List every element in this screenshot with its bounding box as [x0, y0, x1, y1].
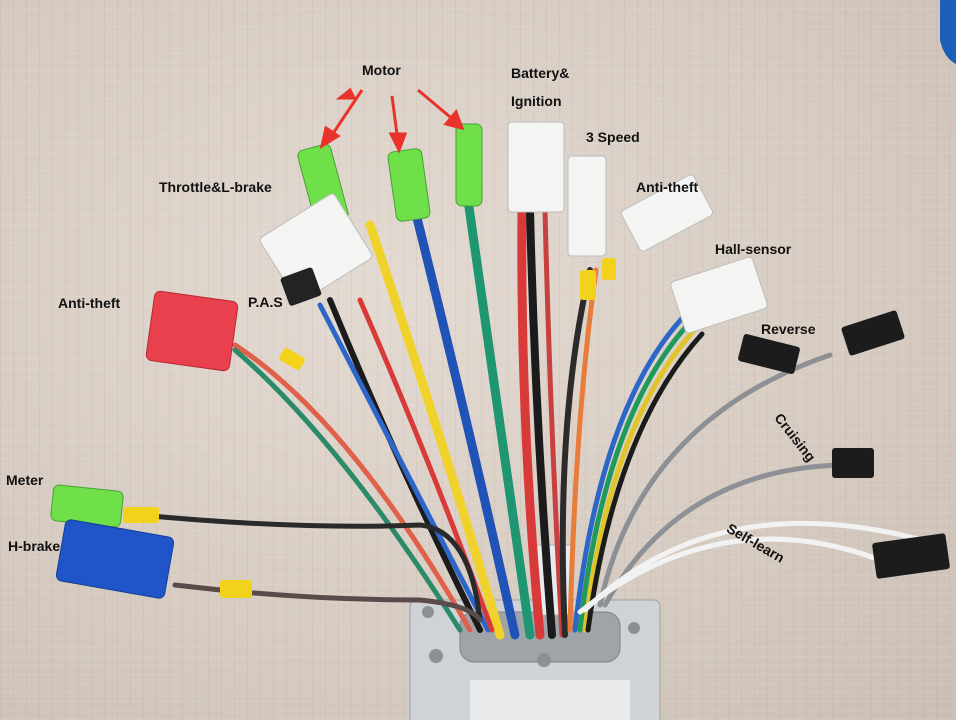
- h-brake-connector: [55, 519, 175, 599]
- reverse-connector: [738, 334, 800, 374]
- label-three-speed: 3 Speed: [586, 129, 640, 145]
- label-motor: Motor: [362, 62, 401, 78]
- label-hall-sensor: Hall-sensor: [715, 241, 792, 257]
- label-pas: P.A.S: [248, 294, 283, 310]
- yellow-wire-tags: [123, 258, 616, 598]
- label-h-brake: H-brake: [8, 538, 61, 554]
- label-battery-line1: Battery&: [511, 65, 570, 81]
- reverse-mating-connector: [841, 310, 905, 356]
- label-battery-line2: Ignition: [511, 93, 562, 109]
- blue-object-corner: [940, 0, 956, 64]
- hall-sensor-connector: [670, 256, 768, 334]
- motor-connector-3: [455, 123, 483, 207]
- anti-theft-left-connector: [145, 290, 239, 372]
- battery-ignition-connector: [507, 121, 565, 213]
- label-anti-theft-right: Anti-theft: [636, 179, 699, 195]
- cruising-connector: [832, 448, 874, 478]
- three-speed-connector: [567, 155, 607, 257]
- anti-theft-right-connector: [620, 174, 714, 252]
- label-anti-theft-left: Anti-theft: [58, 295, 121, 311]
- label-meter: Meter: [6, 472, 44, 488]
- meter-connector: [50, 484, 124, 528]
- pas-connector: [280, 267, 322, 306]
- label-reverse: Reverse: [761, 321, 816, 337]
- controller-box: [409, 544, 661, 720]
- self-learn-connector: [872, 533, 950, 579]
- label-throttle: Throttle&L-brake: [159, 179, 272, 195]
- motor-arrows: [319, 87, 465, 154]
- throttle-connector: [259, 193, 373, 303]
- motor-connector-2: [387, 148, 431, 222]
